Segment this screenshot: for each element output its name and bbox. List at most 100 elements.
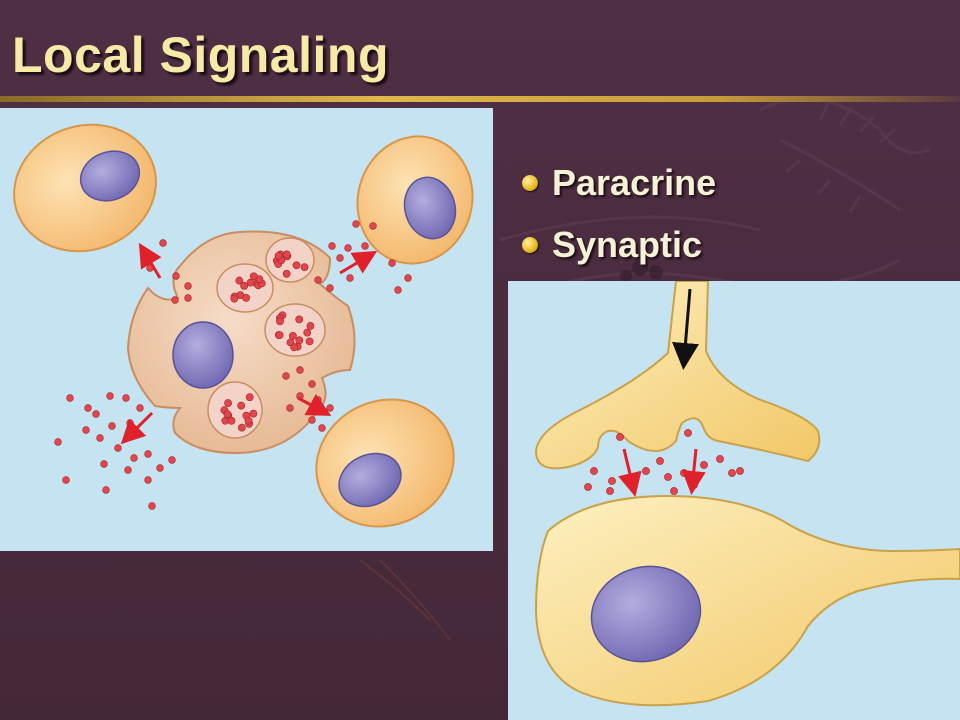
signal-molecule-dot: [616, 433, 624, 441]
signal-molecule-dot: [124, 466, 132, 474]
signal-molecule: [54, 220, 412, 510]
signal-molecule-dot: [303, 328, 312, 337]
signal-molecule-dot: [314, 276, 322, 284]
signal-molecule-dot: [728, 469, 736, 477]
signal-molecule-dot: [130, 454, 138, 462]
signal-molecule-dot: [102, 486, 110, 494]
signal-molecule-dot: [328, 242, 336, 250]
title-divider: [0, 96, 960, 102]
signal-molecule-dot: [237, 423, 246, 432]
axon-terminal: [534, 281, 821, 470]
signal-molecule-dot: [126, 419, 134, 427]
signal-molecule-dot: [308, 380, 316, 388]
signal-molecule-dot: [276, 317, 284, 326]
signal-molecule-dot: [352, 220, 360, 228]
signal-molecule-dot: [156, 464, 164, 472]
signal-molecule-dot: [168, 456, 176, 464]
release-arrow: [618, 448, 706, 497]
signal-molecule-dot: [608, 477, 616, 485]
signal-molecule-dot: [308, 416, 316, 424]
paracrine-illustration: [0, 108, 493, 551]
target-cell: [534, 494, 960, 707]
signal-molecule-dot: [394, 286, 402, 294]
target-cell: [315, 398, 455, 528]
signal-molecule-dot: [700, 461, 708, 469]
signal-molecule-dot: [306, 322, 315, 330]
signal-molecule-dot: [606, 487, 614, 495]
signal-molecule-dot: [288, 332, 297, 340]
signal-molecule-dot: [275, 331, 284, 340]
signal-molecule-dot: [242, 294, 251, 302]
signal-molecule-dot: [100, 460, 108, 468]
signal-molecule-dot: [249, 272, 258, 281]
bullet-list: Paracrine Synaptic: [522, 152, 716, 276]
signal-molecule-dot: [282, 269, 291, 278]
signal-molecule-dot: [136, 404, 144, 412]
signal-molecule-dot: [680, 469, 688, 477]
signal-molecule-dot: [114, 444, 122, 452]
signal-molecule-dot: [108, 422, 116, 430]
signal-molecule-dot: [54, 438, 62, 446]
signal-molecule-dot: [716, 455, 724, 463]
signal-molecule-dot: [62, 476, 70, 484]
signal-molecule-dot: [82, 426, 90, 434]
signal-molecule-dot: [736, 467, 744, 475]
bullet-label: Paracrine: [552, 162, 717, 203]
signal-molecule-dot: [244, 416, 253, 425]
signal-molecule-dot: [148, 502, 156, 510]
signal-molecule-dot: [237, 401, 246, 410]
nerve-impulse-arrow: [672, 288, 699, 370]
signal-molecule-dot: [84, 404, 92, 412]
signal-molecule-dot: [144, 450, 152, 458]
signal-molecule-dot: [282, 250, 291, 259]
signal-molecule-dot: [318, 424, 326, 432]
signal-molecule-dot: [305, 337, 314, 346]
signal-molecule-dot: [282, 372, 290, 380]
signal-molecule-dot: [144, 476, 152, 484]
slide-title: Local Signaling: [12, 27, 389, 83]
synaptic-illustration: [508, 281, 960, 720]
signal-molecule-dot: [404, 274, 412, 282]
signal-molecule-dot: [159, 239, 167, 247]
signal-molecule-dot: [184, 294, 192, 302]
signal-molecule-dot: [224, 399, 232, 407]
signal-molecule-dot: [227, 416, 236, 425]
bullet-dot-icon: [522, 175, 538, 191]
signal-molecule-dot: [326, 404, 334, 412]
signal-molecule-dot: [684, 429, 692, 437]
signal-molecule-dot: [336, 254, 344, 262]
signal-molecule-dot: [184, 282, 192, 290]
signal-molecule-dot: [664, 473, 672, 481]
signal-molecule-dot: [171, 296, 179, 304]
signal-molecule-dot: [590, 467, 598, 475]
signal-molecule-dot: [295, 336, 304, 345]
signal-molecule-dot: [295, 315, 304, 324]
signal-molecule-dot: [290, 343, 299, 352]
signal-molecule-dot: [235, 276, 244, 285]
bullet-label: Synaptic: [552, 224, 703, 265]
signal-molecule-dot: [300, 263, 309, 272]
signal-molecule-dot: [656, 457, 664, 465]
signal-molecule-dot: [296, 366, 304, 374]
signal-molecule-dot: [249, 409, 258, 418]
signal-molecule-dot: [223, 410, 232, 419]
signal-molecule-dot: [96, 434, 104, 442]
bullet-item-synaptic: Synaptic: [522, 214, 716, 276]
signal-molecule-dot: [314, 396, 322, 404]
signal-molecule-dot: [246, 278, 255, 287]
signal-molecule-dot: [172, 272, 180, 280]
signal-molecule-dot: [230, 294, 239, 303]
diffusion-arrow: [120, 242, 378, 445]
signal-molecule-dot: [326, 284, 334, 292]
signal-molecule-dot: [344, 244, 352, 252]
signal-molecule-dot: [274, 251, 283, 260]
signal-molecule-dot: [292, 261, 301, 270]
signal-molecule-dot: [369, 222, 377, 230]
signal-molecule: [220, 250, 315, 432]
signal-molecule-dot: [361, 242, 369, 250]
signal-molecule-dot: [92, 410, 100, 418]
bullet-dot-icon: [522, 237, 538, 253]
signal-molecule-dot: [584, 483, 592, 491]
signal-molecule-dot: [106, 392, 114, 400]
signal-molecule-dot: [670, 487, 678, 495]
